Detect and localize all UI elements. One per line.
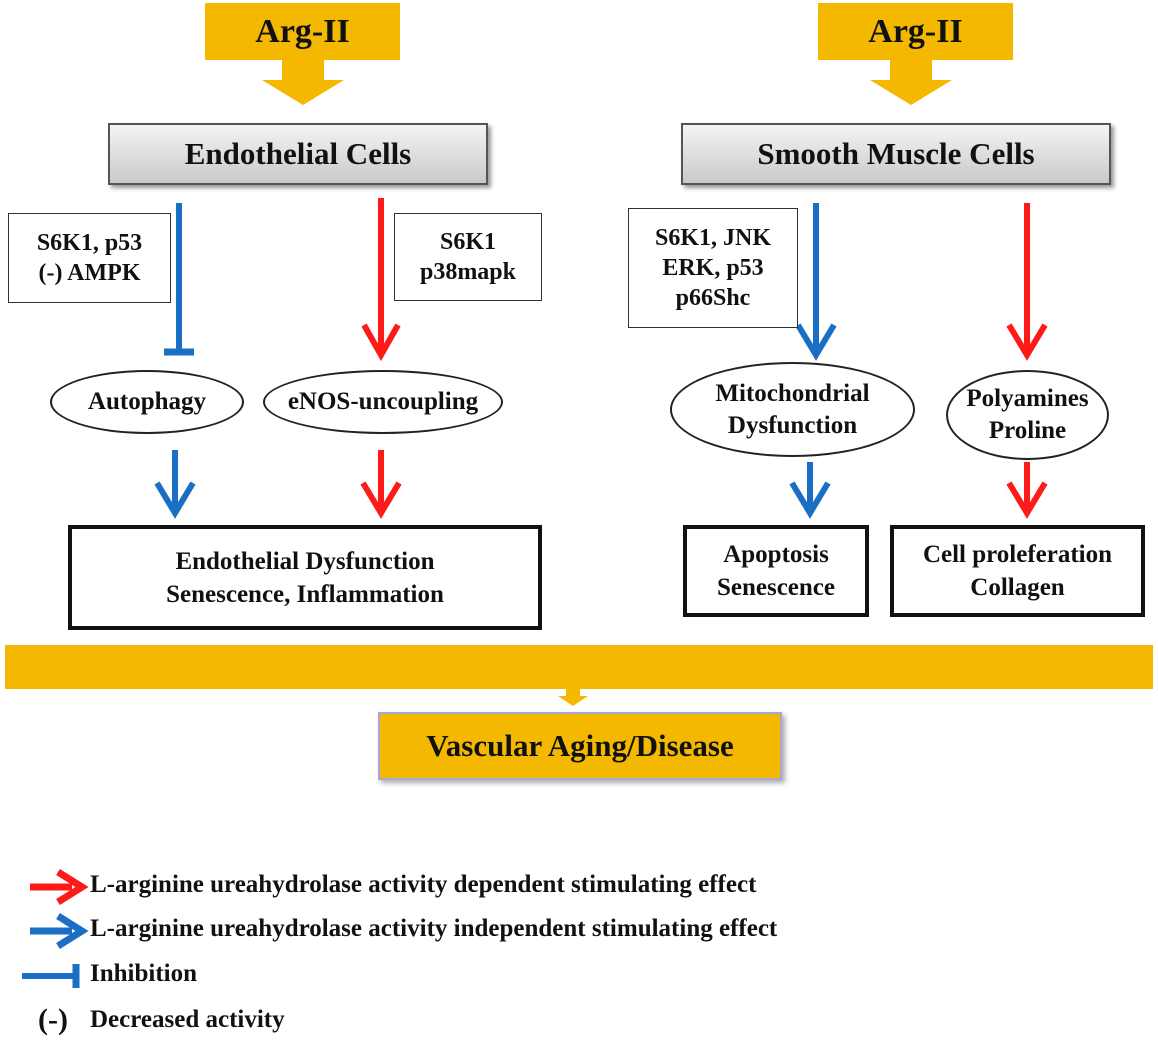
outcome-line: Endothelial Dysfunction (175, 547, 435, 575)
mitochondrial-dysfunction-oval: Mitochondrial Dysfunction (670, 362, 915, 457)
outcome-line: Senescence, Inflammation (166, 580, 444, 608)
apoptosis-senescence-box: Apoptosis Senescence (683, 525, 869, 617)
gold-arrow-left (262, 60, 344, 105)
blue-head-mito-out (789, 481, 831, 519)
outcome-line: Senescence (716, 574, 836, 601)
factor-line: ERK, p53 (662, 255, 764, 281)
legend-red: L-arginine ureahydrolase activity depend… (28, 871, 756, 899)
smooth-muscle-cells-box: Smooth Muscle Cells (681, 123, 1111, 185)
legend-inhibition-label: Inhibition (90, 960, 198, 987)
oval-line: Mitochondrial (715, 379, 870, 407)
blue-head-autophagy-out (154, 481, 196, 519)
legend-red-label: L-arginine ureahydrolase activity depend… (90, 871, 757, 898)
factor-line: S6K1, p53 (36, 230, 143, 256)
red-head-enos (361, 323, 401, 362)
legend-blue: L-arginine ureahydrolase activity indepe… (28, 915, 777, 943)
arg-ii-box-right: Arg-II (818, 3, 1013, 60)
blue-head-mito (795, 323, 837, 361)
inhibit-factors-box-left: S6K1, p53 (-) AMPK (8, 213, 171, 303)
autophagy-label: Autophagy (87, 388, 207, 415)
gold-arrow-right (870, 60, 952, 105)
factor-line: S6K1 (439, 229, 496, 255)
endothelial-outcome-box: Endothelial Dysfunction Senescence, Infl… (68, 525, 542, 630)
factor-line: (-) AMPK (38, 260, 141, 286)
endothelial-cells-label: Endothelial Cells (184, 136, 412, 171)
vascular-aging-label: Vascular Aging/Disease (426, 728, 734, 763)
oval-line: Dysfunction (727, 411, 858, 439)
red-head-enos-out (360, 481, 402, 519)
outcome-line: Cell proleferation (922, 541, 1113, 568)
legend-blue-label: L-arginine ureahydrolase activity indepe… (90, 915, 778, 942)
factors-box-right: S6K1, JNK ERK, p53 p66Shc (628, 208, 798, 328)
enos-uncoupling-label: eNOS-uncoupling (287, 388, 479, 415)
cell-proliferation-box: Cell proleferation Collagen (890, 525, 1145, 617)
oval-line: Proline (988, 417, 1067, 444)
oval-line: Polyamines (966, 385, 1089, 412)
legend-blue-arrow-head (56, 913, 89, 949)
smooth-muscle-cells-label: Smooth Muscle Cells (757, 136, 1035, 171)
enos-uncoupling-oval: eNOS-uncoupling (263, 370, 503, 434)
decreased-symbol: (-) (38, 1003, 68, 1036)
arg-ii-label-left: Arg-II (255, 12, 350, 50)
factor-line: p38mapk (419, 259, 517, 285)
factor-line: p66Shc (675, 285, 751, 311)
endothelial-cells-box: Endothelial Cells (108, 123, 488, 185)
outcome-line: Collagen (970, 574, 1065, 601)
red-head-poly-out (1006, 481, 1048, 519)
legend-inhibition: Inhibition (28, 960, 197, 988)
arg-ii-label-right: Arg-II (868, 12, 963, 50)
convergence-bar (5, 645, 1153, 689)
outcome-line: Apoptosis (723, 541, 829, 568)
arg-ii-box-left: Arg-II (205, 3, 400, 60)
polyamines-proline-oval: Polyamines Proline (946, 370, 1109, 460)
legend-red-arrow-head (56, 869, 89, 905)
autophagy-oval: Autophagy (50, 370, 244, 434)
gold-arrow-result (558, 688, 588, 706)
red-head-polyamines (1006, 323, 1048, 361)
legend-decreased: (-) Decreased activity (28, 1003, 285, 1037)
vascular-aging-box: Vascular Aging/Disease (378, 712, 782, 780)
factor-line: S6K1, JNK (654, 225, 771, 251)
legend-decreased-label: Decreased activity (90, 1006, 285, 1033)
stim-factors-box-left: S6K1 p38mapk (394, 213, 542, 301)
